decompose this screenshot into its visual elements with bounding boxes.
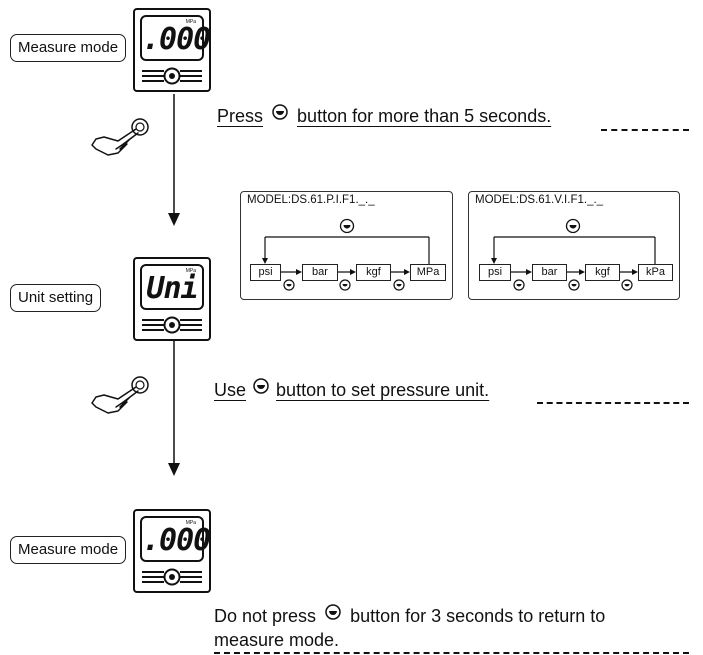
instruction-press: Press button for more than 5 seconds. (217, 104, 552, 126)
model-v-box: MODEL:DS.61.V.I.F1._._ psi bar kgf kPa (468, 191, 680, 300)
instruction-donot: Do not press button for 3 seconds to ret… (214, 604, 606, 626)
unit-option: psi (479, 264, 511, 281)
set-button-icon (272, 104, 288, 120)
instruction-use: Use button to set pressure unit. (214, 378, 490, 400)
lcd-readout: Uni (146, 271, 198, 306)
model-p-box: MODEL:DS.61.P.I.F1._._ psi bar kgf MPa (240, 191, 453, 300)
dashed-rule (537, 402, 689, 404)
hand-press-icon (91, 118, 149, 156)
model-title: MODEL:DS.61.P.I.F1._._ (247, 194, 375, 206)
unit-indicator: MPa (185, 268, 196, 274)
dashed-rule (601, 129, 689, 131)
set-button-icon (253, 378, 269, 394)
unit-option: kgf (356, 264, 391, 281)
pressure-switch-display: MPa .000 (133, 8, 211, 92)
pressure-switch-display: MPa .000 (133, 509, 211, 593)
lcd-screen: MPa .000 (140, 15, 211, 61)
instruction-donot-line2: measure mode. (214, 630, 340, 650)
unit-indicator: MPa (185, 19, 196, 25)
pressure-switch-display: MPa Uni (133, 257, 211, 341)
unit-option: kPa (638, 264, 673, 281)
device-controls (140, 65, 204, 87)
unit-indicator: MPa (185, 520, 196, 526)
device-controls (140, 314, 204, 336)
measure-mode-label: Measure mode (10, 536, 127, 564)
hand-press-icon (91, 376, 149, 414)
unit-option: bar (302, 264, 338, 281)
unit-setting-label: Unit setting (10, 284, 102, 312)
unit-option: psi (250, 264, 281, 281)
unit-option: kgf (585, 264, 620, 281)
device-controls (140, 566, 204, 588)
unit-option: bar (532, 264, 567, 281)
lcd-readout: .000 (142, 22, 211, 57)
dashed-rule (214, 652, 689, 654)
lcd-screen: MPa Uni (140, 264, 204, 310)
set-button-icon (325, 604, 341, 620)
measure-mode-label: Measure mode (10, 34, 127, 62)
lcd-screen: MPa .000 (140, 516, 211, 562)
lcd-readout: .000 (142, 523, 211, 558)
unit-option: MPa (410, 264, 446, 281)
model-title: MODEL:DS.61.V.I.F1._._ (475, 194, 604, 206)
